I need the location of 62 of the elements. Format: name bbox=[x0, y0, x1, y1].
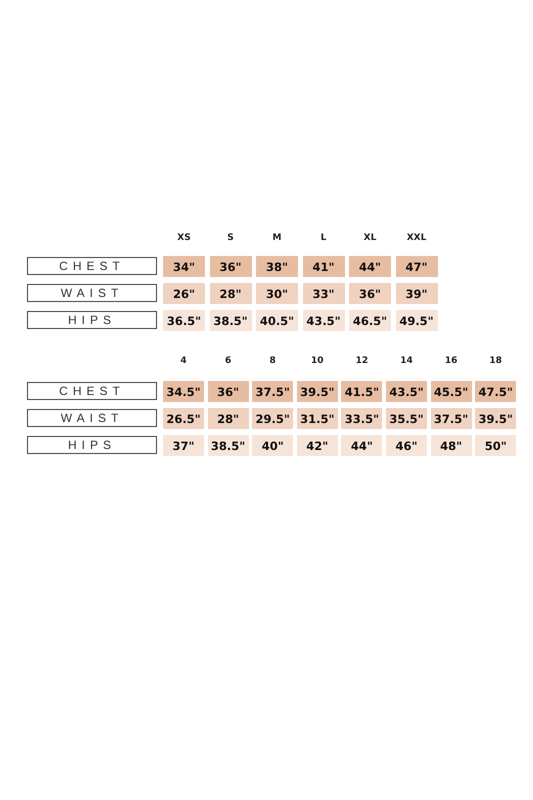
measurement-cell: 36" bbox=[208, 381, 249, 402]
measurement-label: WAIST bbox=[27, 409, 157, 427]
measurement-cell: 46.5" bbox=[349, 310, 391, 331]
measurement-cell: 41.5" bbox=[341, 381, 382, 402]
measurement-cell: 38" bbox=[256, 256, 298, 277]
measurement-cell: 39.5" bbox=[296, 381, 338, 402]
measurement-cell: 31.5" bbox=[296, 408, 338, 429]
measurement-cell: 46" bbox=[386, 435, 427, 456]
measurement-cell: 37.5" bbox=[252, 381, 294, 402]
measurement-cell: 41" bbox=[302, 256, 344, 277]
measurement-cell: 48" bbox=[430, 435, 472, 456]
measurement-cell: 38.5" bbox=[208, 435, 249, 456]
measurement-cell: 30" bbox=[256, 283, 298, 304]
measurement-cell: 36" bbox=[210, 256, 252, 277]
measurement-cell: 37" bbox=[163, 435, 204, 456]
measurement-cell: 37.5" bbox=[430, 408, 472, 429]
measurement-cell: 43.5" bbox=[386, 381, 427, 402]
measurement-cell: 39.5" bbox=[475, 408, 516, 429]
measurement-cell: 39" bbox=[396, 283, 438, 304]
size-label: 14 bbox=[399, 355, 414, 367]
size-label: 18 bbox=[488, 355, 503, 367]
measurement-cell: 36.5" bbox=[163, 310, 205, 331]
measurement-cell: 43.5" bbox=[302, 310, 344, 331]
measurement-cell: 47" bbox=[396, 256, 438, 277]
measurement-cell: 35.5" bbox=[386, 408, 427, 429]
measurement-cell: 33" bbox=[302, 283, 344, 304]
size-label: 10 bbox=[310, 355, 325, 367]
measurement-cell: 34" bbox=[163, 256, 205, 277]
measurement-label: HIPS bbox=[27, 311, 157, 329]
measurement-cell: 29.5" bbox=[252, 408, 294, 429]
measurement-cell: 49.5" bbox=[396, 310, 438, 331]
size-label: 6 bbox=[224, 355, 232, 367]
measurement-cell: 44" bbox=[349, 256, 391, 277]
size-label: XXL bbox=[406, 232, 428, 244]
size-label: 16 bbox=[444, 355, 458, 367]
measurement-cell: 44" bbox=[341, 435, 382, 456]
measurement-cell: 26.5" bbox=[163, 408, 204, 429]
measurement-cell: 40" bbox=[252, 435, 294, 456]
measurement-cell: 33.5" bbox=[341, 408, 382, 429]
measurement-cell: 47.5" bbox=[475, 381, 516, 402]
measurement-cell: 26" bbox=[163, 283, 205, 304]
measurement-cell: 42" bbox=[296, 435, 338, 456]
measurement-cell: 36" bbox=[349, 283, 391, 304]
size-label: XS bbox=[176, 232, 192, 244]
measurement-label: HIPS bbox=[27, 436, 157, 454]
size-label: 12 bbox=[354, 355, 370, 367]
size-label: 4 bbox=[179, 355, 188, 367]
size-label: M bbox=[272, 232, 282, 244]
measurement-cell: 34.5" bbox=[163, 381, 204, 402]
measurement-cell: 45.5" bbox=[430, 381, 472, 402]
measurement-cell: 50" bbox=[475, 435, 516, 456]
measurement-cell: 38.5" bbox=[210, 310, 252, 331]
size-label: 8 bbox=[268, 355, 277, 367]
measurement-label: WAIST bbox=[27, 284, 157, 302]
measurement-label: CHEST bbox=[27, 382, 157, 400]
measurement-cell: 28" bbox=[208, 408, 249, 429]
measurement-cell: 40.5" bbox=[256, 310, 298, 331]
size-label: S bbox=[226, 232, 235, 244]
measurement-cell: 28" bbox=[210, 283, 252, 304]
size-label: XL bbox=[362, 232, 378, 244]
size-label: L bbox=[320, 232, 328, 244]
measurement-label: CHEST bbox=[27, 257, 157, 275]
